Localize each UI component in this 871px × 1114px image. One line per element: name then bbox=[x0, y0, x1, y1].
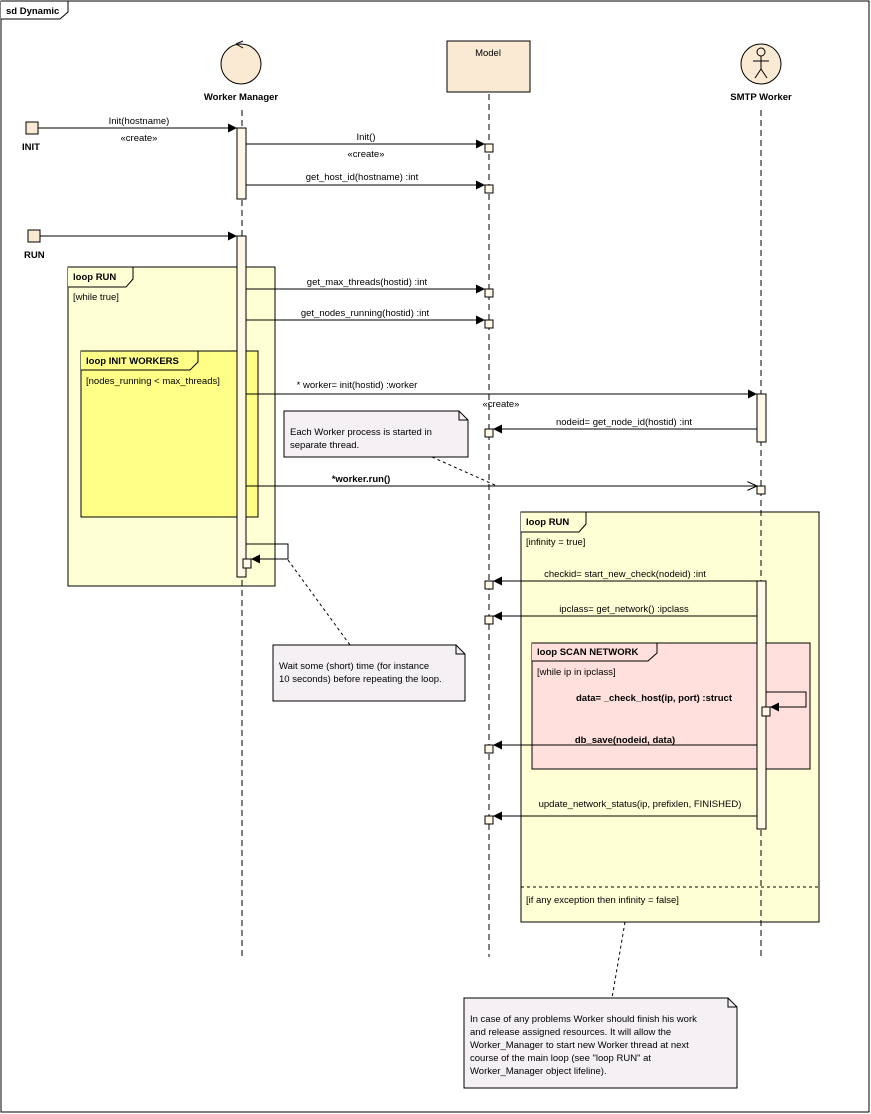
msg-get-host-id: get_host_id(hostname) :int bbox=[306, 172, 419, 183]
msg-init-model: Init() bbox=[357, 132, 376, 143]
loop-init-workers-guard: [nodes_running < max_threads] bbox=[86, 376, 220, 387]
msg-create-2: «create» bbox=[348, 149, 385, 160]
loop-init-workers-fragment bbox=[80, 350, 259, 518]
problems-note-line-2: and release assigned resources. It will … bbox=[470, 1027, 671, 1038]
model-activation bbox=[484, 580, 494, 590]
msg-get-network: ipclass= get_network() :ipclass bbox=[559, 604, 689, 615]
thread-note bbox=[283, 410, 469, 458]
manager-self-message bbox=[246, 543, 289, 564]
problems-note-line-3: Worker_Manager to start new Worker threa… bbox=[470, 1040, 689, 1051]
thread-note-line-1: Each Worker process is started in bbox=[290, 427, 432, 438]
wait-note bbox=[272, 644, 466, 702]
msg-init-hostname: Init(hostname) bbox=[109, 116, 170, 127]
worker-run-target bbox=[756, 485, 766, 495]
model-activation bbox=[484, 815, 494, 825]
model-activation bbox=[484, 288, 494, 298]
msg-start-new-check: checkid= start_new_check(nodeid) :int bbox=[544, 569, 706, 580]
run-gate-label: RUN bbox=[24, 250, 45, 261]
manager-self-activation bbox=[242, 558, 252, 569]
msg-check-host: data= _check_host(ip, port) :struct bbox=[576, 693, 733, 704]
msg-check-host-arrow bbox=[766, 691, 807, 712]
msg-get-nodes-running: get_nodes_running(hostid) :int bbox=[301, 308, 430, 319]
msg-get-max-threads: get_max_threads(hostid) :int bbox=[307, 277, 428, 288]
problems-note-line-5: Worker_Manager object lifeline). bbox=[470, 1066, 607, 1077]
worker-activation-init bbox=[756, 393, 767, 443]
loop-run-guard: [while true] bbox=[73, 292, 119, 303]
wait-note-line-2: 10 seconds) before repeating the loop. bbox=[279, 674, 442, 685]
worker-activation-run bbox=[756, 580, 767, 830]
problems-note-line-1: In case of any problems Worker should fi… bbox=[470, 1014, 697, 1025]
loop-run-worker-guard: [infinity = true] bbox=[526, 537, 585, 548]
model-label: Model bbox=[475, 48, 501, 59]
problems-note-line-4: course of the main loop (see "loop RUN" … bbox=[470, 1053, 651, 1064]
thread-note-line-2: separate thread. bbox=[290, 440, 359, 451]
msg-create-1: «create» bbox=[121, 133, 158, 144]
loop-scan-network-guard: [while ip in ipclass] bbox=[537, 667, 616, 678]
diagram-title: sd Dynamic bbox=[6, 6, 59, 17]
msg-update-status: update_network_status(ip, prefixlen, FIN… bbox=[539, 799, 742, 810]
msg-create-3: «create» bbox=[483, 399, 520, 410]
loop-scan-network-label: loop SCAN NETWORK bbox=[537, 647, 638, 658]
problems-note bbox=[463, 997, 738, 1089]
msg-worker-init: * worker= init(hostid) :worker bbox=[297, 380, 418, 391]
problems-note-connector bbox=[611, 921, 626, 999]
loop-run-worker-guard2: [if any exception then infinity = false] bbox=[526, 895, 679, 906]
loop-init-workers-label: loop INIT WORKERS bbox=[86, 356, 179, 367]
init-gate bbox=[25, 121, 39, 135]
init-gate-label: INIT bbox=[22, 142, 40, 153]
msg-db-save: db_save(nodeid, data) bbox=[575, 735, 675, 746]
model-activation bbox=[484, 319, 494, 329]
model-activation bbox=[484, 615, 494, 625]
model-activation bbox=[484, 428, 494, 438]
model-activation bbox=[484, 143, 494, 153]
manager-activation-run bbox=[236, 235, 247, 578]
diagram-frame-tab bbox=[1, 0, 69, 20]
loop-run-label: loop RUN bbox=[73, 272, 116, 283]
smtp-worker-label: SMTP Worker bbox=[730, 92, 792, 103]
model-activation bbox=[484, 184, 494, 194]
smtp-worker-actor-icon bbox=[740, 43, 782, 85]
loop-scan-network-fragment bbox=[531, 642, 811, 770]
model-box bbox=[446, 40, 531, 93]
model-activation bbox=[484, 744, 494, 754]
worker-self-activation bbox=[761, 706, 771, 717]
run-gate bbox=[27, 229, 41, 243]
msg-get-node-id: nodeid= get_node_id(hostid) :int bbox=[556, 417, 692, 428]
wait-note-line-1: Wait some (short) time (for instance bbox=[279, 661, 429, 672]
worker-manager-control-icon bbox=[220, 40, 262, 85]
manager-activation-init bbox=[236, 127, 247, 200]
worker-manager-label: Worker Manager bbox=[204, 92, 279, 103]
msg-worker-run: *worker.run() bbox=[332, 474, 391, 485]
loop-run-worker-label: loop RUN bbox=[526, 517, 569, 528]
